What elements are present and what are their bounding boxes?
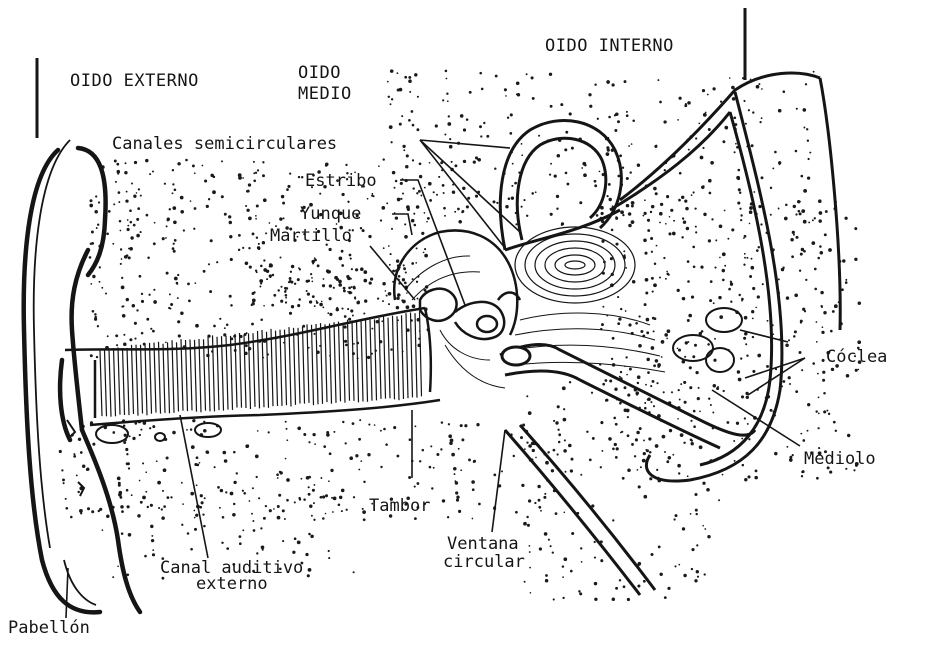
label-round-window-line1: Ventana [447,534,519,554]
ear-canal-hatching [100,311,422,417]
label-ear-canal-line2: externo [196,574,268,594]
label-eardrum: Tambor [369,496,430,516]
vestibule [515,227,635,303]
label-stapes: Estribo [305,171,377,191]
label-cochlea: Cóclea [826,347,887,367]
section-label-middle-ear-line2: MEDIO [298,84,352,104]
inner-ear-boundary [610,73,840,481]
cochlea-duct [500,345,755,448]
section-label-internal-ear: OIDO INTERNO [545,36,674,56]
section-label-middle-ear-line1: OIDO [298,63,341,83]
label-semicircular-canals: Canales semicirculares [112,134,337,154]
lower-passage [505,425,655,595]
label-pinna: Pabellón [8,618,90,638]
pinna-outer-rim [34,140,96,605]
label-modiolus: Mediolo [804,449,876,469]
ossicles [420,289,520,339]
label-incus: Yunque [300,204,361,224]
label-round-window-line2: circular [443,552,525,572]
leader-lines [66,140,805,618]
label-malleus: Martillo [270,226,352,246]
pinna-drawing [24,148,140,612]
section-label-external-ear: OIDO EXTERNO [70,71,199,91]
